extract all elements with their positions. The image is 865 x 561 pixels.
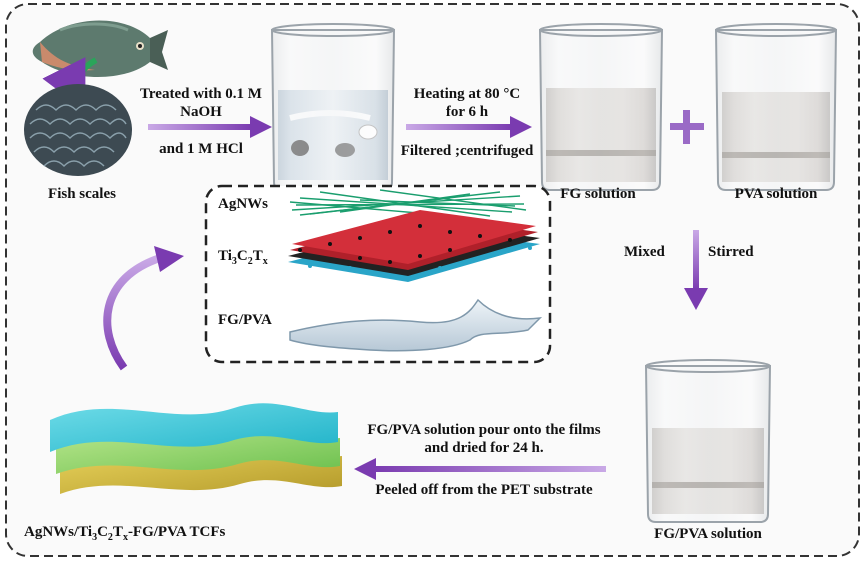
mxene-layers-image: [288, 210, 540, 282]
step3-stirred-label: Stirred: [708, 244, 754, 260]
arrow-step4-icon: [354, 458, 606, 480]
beaker-fg-solution: [538, 23, 664, 191]
product-film-image: [50, 403, 342, 494]
mxene-sub1: 3: [231, 256, 237, 267]
step4-line3-label: Peeled off from the PET substrate: [375, 482, 593, 498]
product-sub2: 2: [107, 532, 113, 543]
arrow-step1-icon: [148, 116, 272, 138]
step2-line2-label: for 6 h: [445, 104, 489, 120]
fish-scales-label: Fish scales: [48, 186, 116, 202]
beaker-fgpva-solution: [644, 359, 772, 523]
fgpva-film-image: [289, 298, 543, 352]
fish-scales-image: [24, 84, 132, 176]
beaker-pva-solution: [714, 23, 838, 191]
layer-agnws-label: AgNWs: [218, 196, 269, 212]
arrow-step2-icon: [406, 116, 532, 138]
step3-mixed-label: Mixed: [624, 244, 665, 260]
mxene-sub3: x: [262, 256, 268, 267]
mxene-c: C: [236, 248, 248, 264]
mxene-sub2: 2: [247, 256, 253, 267]
layer-fgpva-label: FG/PVA: [218, 312, 272, 328]
step2-line3-label: Filtered ;centrifuged: [400, 143, 534, 159]
step4-line1-label: FG/PVA solution pour onto the films: [367, 422, 601, 438]
curved-return-arrow-icon: [103, 246, 184, 371]
product-label: AgNWs/Ti3C2Tx-FG/PVA TCFs: [24, 524, 225, 543]
product-c: C: [97, 524, 108, 540]
product-sub1: 3: [92, 532, 98, 543]
agnws-nanowires-image: [289, 189, 527, 217]
product-t: T: [112, 524, 123, 540]
product-prefix: AgNWs/Ti: [24, 524, 93, 540]
pva-solution-label: PVA solution: [734, 186, 818, 202]
fg-solution-label: FG solution: [560, 186, 636, 202]
beaker-treatment: [270, 23, 396, 191]
layer-mxene-label: Ti3C2Tx: [218, 248, 268, 267]
mxene-t: T: [252, 248, 263, 264]
product-sub3: x: [122, 532, 128, 543]
step1-line1-label: Treated with 0.1 M: [140, 86, 262, 102]
plus-sign-icon: [670, 110, 704, 144]
mxene-ti: Ti: [218, 248, 232, 264]
step4-line2-label: and dried for 24 h.: [424, 440, 544, 456]
fgpva-solution-label: FG/PVA solution: [654, 526, 762, 542]
product-suffix: -FG/PVA TCFs: [127, 524, 226, 540]
arrow-step3-icon: [684, 230, 708, 310]
step2-line1-label: Heating at 80 °C: [413, 86, 521, 102]
step1-line2-label: NaOH: [180, 104, 222, 120]
step1-line3-label: and 1 M HCl: [159, 141, 243, 157]
